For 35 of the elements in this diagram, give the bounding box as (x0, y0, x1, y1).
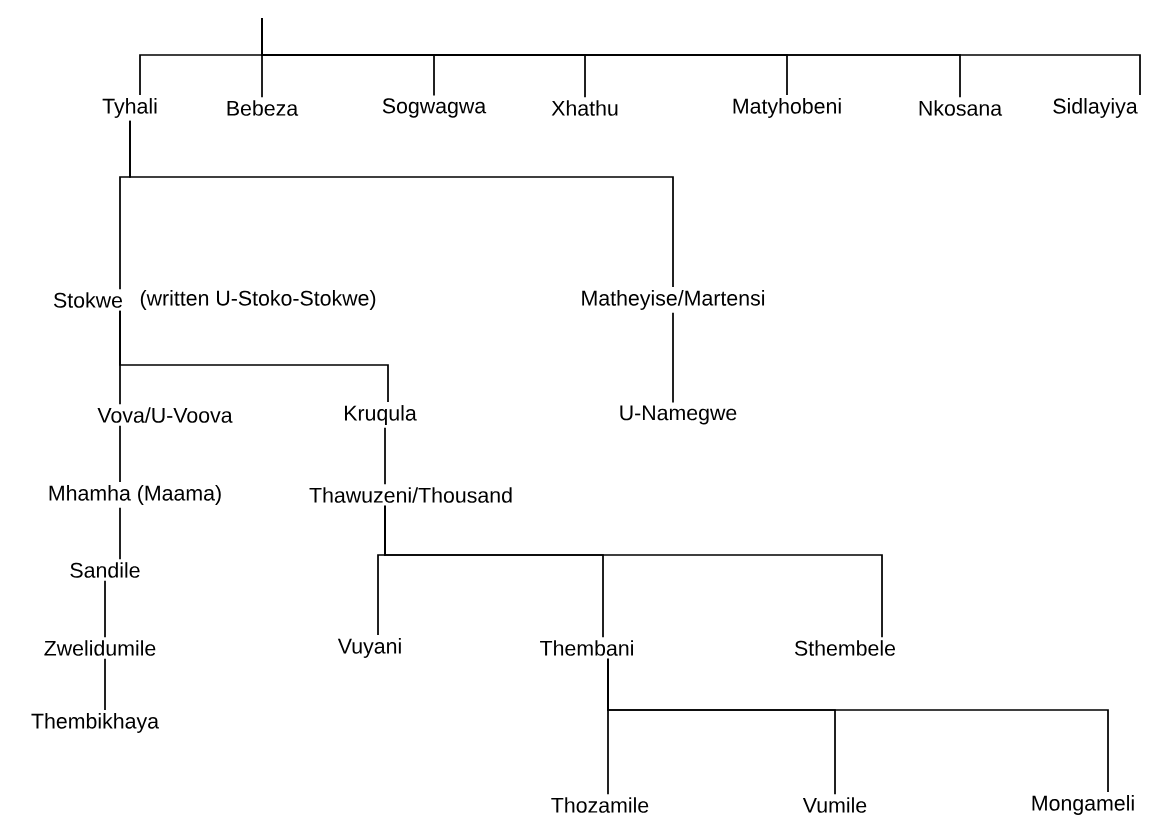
person-name: Xhathu (551, 100, 618, 116)
person-name: Mongameli (1032, 795, 1134, 815)
person-name: Matheyise/Martensi (582, 290, 765, 310)
person-name: Thembani (540, 640, 633, 656)
connector-line (261, 17, 1141, 96)
person-name: Vuyani (337, 638, 401, 658)
note-text: (written U-Stoko-Stokwe) (140, 290, 376, 310)
connector-line (119, 309, 389, 403)
connector-line (129, 120, 674, 288)
person-name: Mhamha (Maama) (49, 485, 221, 505)
person-name: U-Namegwe (620, 405, 737, 425)
connector-line (672, 312, 674, 404)
person-name: Thawuzeni/Thousand (309, 487, 512, 503)
connector-line (104, 579, 106, 639)
connector-line (607, 657, 1109, 793)
person-name: Matyhobeni (733, 98, 841, 118)
person-name: Sogwagwa (382, 98, 487, 118)
connector-line (119, 424, 121, 483)
person-name: Zwelidumile (44, 640, 156, 656)
connector-line (384, 427, 386, 486)
connector-line (384, 504, 883, 639)
person-name: Sidlayiya (1053, 98, 1138, 118)
person-name: Nkosana (919, 100, 1003, 116)
person-name: Vova/U-Voova (97, 407, 233, 423)
person-name: Tyhali (102, 98, 157, 118)
person-name: Bebeza (227, 100, 299, 116)
person-name: Sandile (70, 562, 140, 578)
person-name: Thozamile (551, 797, 649, 813)
connector-line (104, 657, 106, 711)
person-name: Stokwe (54, 292, 123, 308)
connector-line (119, 507, 121, 561)
person-name: Sthembele (794, 640, 896, 656)
person-name: Thembikhaya (31, 713, 159, 733)
person-name: Kruqula (345, 405, 417, 425)
person-name: Vumile (802, 797, 867, 813)
